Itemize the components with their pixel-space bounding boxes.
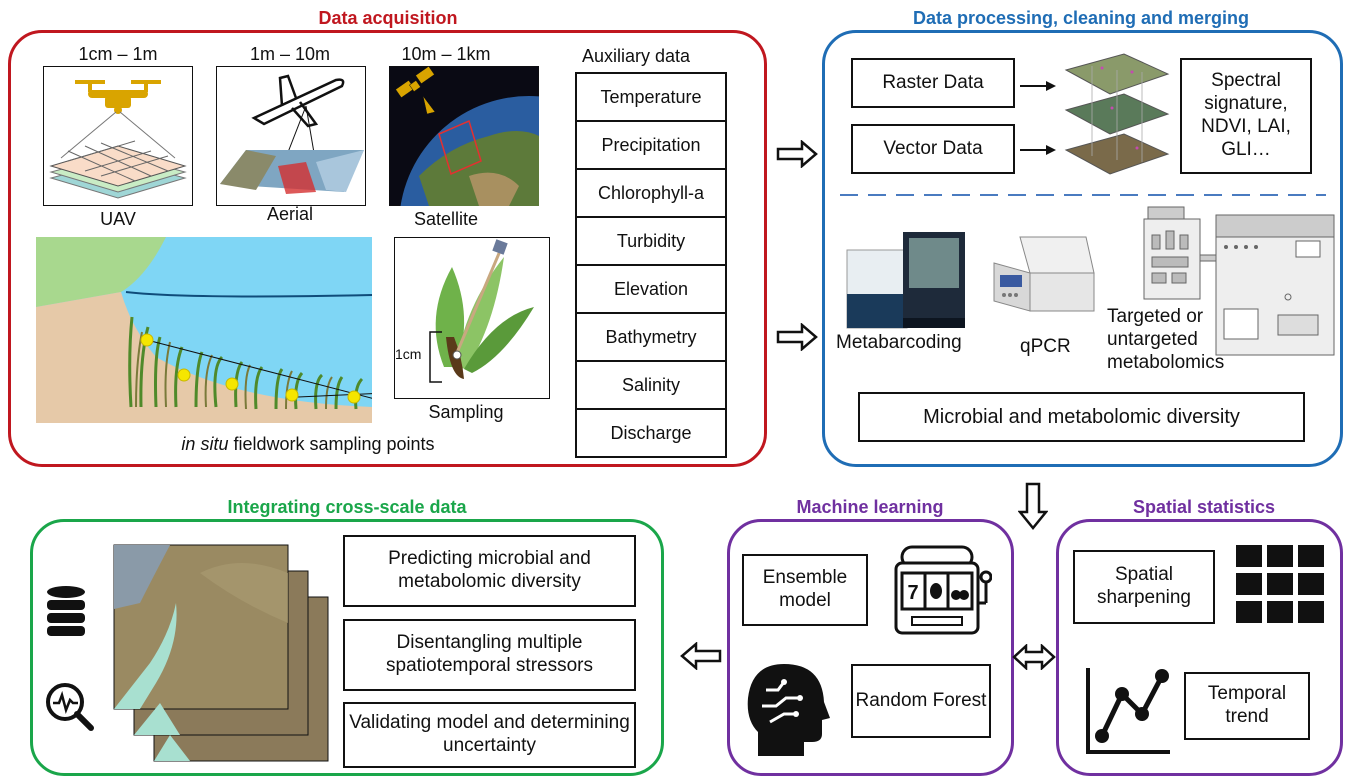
data-acquisition-panel bbox=[8, 30, 767, 467]
sampling-point bbox=[347, 390, 361, 404]
satellite-illustration bbox=[389, 66, 539, 206]
uav-scale-label: 1cm – 1m bbox=[78, 44, 158, 64]
aerial-illustration bbox=[216, 66, 366, 206]
grid-icon bbox=[1236, 545, 1324, 623]
scale-bar-label: 1cm bbox=[395, 346, 422, 362]
aux-turbidity: Turbidity bbox=[577, 218, 725, 266]
qpcr-label: qPCR bbox=[1020, 336, 1071, 357]
metabarcoding-label: Metabarcoding bbox=[836, 332, 962, 353]
disentangling-stressors-box: Disentangling multiple spatiotemporal st… bbox=[343, 619, 636, 691]
aerial-scale-label: 1m – 10m bbox=[249, 44, 331, 64]
spatial-sharpening-box: Spatial sharpening bbox=[1073, 550, 1215, 624]
vector-data-box: Vector Data bbox=[851, 124, 1015, 174]
spatial-statistics-title: Spatial statistics bbox=[1132, 497, 1276, 517]
spatial-statistics-panel bbox=[1056, 519, 1343, 776]
auxiliary-list: Temperature Precipitation Chlorophyll-a … bbox=[575, 72, 727, 458]
data-processing-panel bbox=[822, 30, 1343, 467]
sampling-point bbox=[225, 377, 239, 391]
qpcr-icon bbox=[993, 236, 1095, 312]
aux-bathymetry: Bathymetry bbox=[577, 314, 725, 362]
predicting-diversity-box: Predicting microbial and metabolomic div… bbox=[343, 535, 636, 607]
aux-chlorophyll: Chlorophyll-a bbox=[577, 170, 725, 218]
sampling-point bbox=[285, 388, 299, 402]
machine-learning-panel bbox=[727, 519, 1014, 776]
arrows-to-layers bbox=[1020, 81, 1056, 155]
aux-salinity: Salinity bbox=[577, 362, 725, 410]
uav-illustration bbox=[43, 66, 193, 206]
sampling-point bbox=[140, 333, 154, 347]
satellite-caption: Satellite bbox=[413, 209, 479, 229]
aux-precipitation: Precipitation bbox=[577, 122, 725, 170]
spectral-indices-box: Spectral signature, NDVI, LAI, GLI… bbox=[1180, 58, 1312, 174]
aerial-caption: Aerial bbox=[266, 204, 314, 224]
ai-head-icon bbox=[747, 664, 830, 756]
microbial-diversity-box: Microbial and metabolomic diversity bbox=[858, 392, 1305, 442]
data-processing-title: Data processing, cleaning and merging bbox=[912, 8, 1250, 28]
aux-discharge: Discharge bbox=[610, 422, 692, 443]
uav-caption: UAV bbox=[100, 209, 136, 229]
integration-title: Integrating cross-scale data bbox=[227, 497, 467, 517]
random-forest-box: Random Forest bbox=[851, 664, 991, 738]
satellite-scale-label: 10m – 1km bbox=[401, 44, 491, 64]
drone-icon bbox=[75, 80, 161, 114]
airplane-icon bbox=[251, 74, 345, 128]
aux-elevation: Elevation bbox=[577, 266, 725, 314]
raster-layers-illustration bbox=[1064, 53, 1170, 175]
fieldwork-caption-italic: in situ bbox=[181, 434, 229, 454]
temporal-trend-box: Temporal trend bbox=[1184, 672, 1310, 740]
dashed-divider bbox=[840, 194, 1326, 196]
fieldwork-caption: in situ fieldwork sampling points bbox=[181, 434, 434, 455]
sampling-illustration bbox=[394, 237, 550, 399]
sampling-point bbox=[177, 368, 191, 382]
fieldwork-illustration bbox=[36, 237, 372, 423]
metabolomics-label: Targeted or untargeted metabolomics bbox=[1107, 306, 1225, 373]
double-arrow-ml-spatial bbox=[1012, 644, 1056, 670]
ensemble-model-box: Ensemble model bbox=[742, 554, 868, 626]
arrow-to-processing-top bbox=[776, 140, 818, 168]
sequencer-icon bbox=[846, 232, 965, 329]
satellite-icon bbox=[395, 66, 436, 115]
trend-chart-icon bbox=[1086, 668, 1170, 754]
raster-data-box: Raster Data bbox=[851, 58, 1015, 108]
machine-learning-title: Machine learning bbox=[796, 497, 944, 517]
stacked-map-images bbox=[113, 544, 329, 762]
arrow-down-to-ml bbox=[1018, 482, 1048, 530]
data-acquisition-title: Data acquisition bbox=[318, 8, 458, 28]
slot-seven: 7 bbox=[907, 582, 918, 604]
fieldwork-caption-rest: fieldwork sampling points bbox=[228, 434, 435, 454]
aux-temperature: Temperature bbox=[577, 74, 725, 122]
analytics-search-icon bbox=[46, 683, 94, 731]
validating-model-box: Validating model and determining uncerta… bbox=[343, 702, 636, 768]
arrow-to-integration bbox=[680, 642, 722, 670]
sampling-caption: Sampling bbox=[428, 402, 504, 422]
integration-panel bbox=[30, 519, 664, 776]
arrow-to-processing-bottom bbox=[776, 323, 818, 351]
slot-machine-icon: 7 bbox=[894, 545, 992, 635]
database-icon bbox=[47, 586, 85, 636]
metabolomics-instrument-icon bbox=[1143, 206, 1335, 356]
auxiliary-title: Auxiliary data bbox=[581, 46, 691, 66]
